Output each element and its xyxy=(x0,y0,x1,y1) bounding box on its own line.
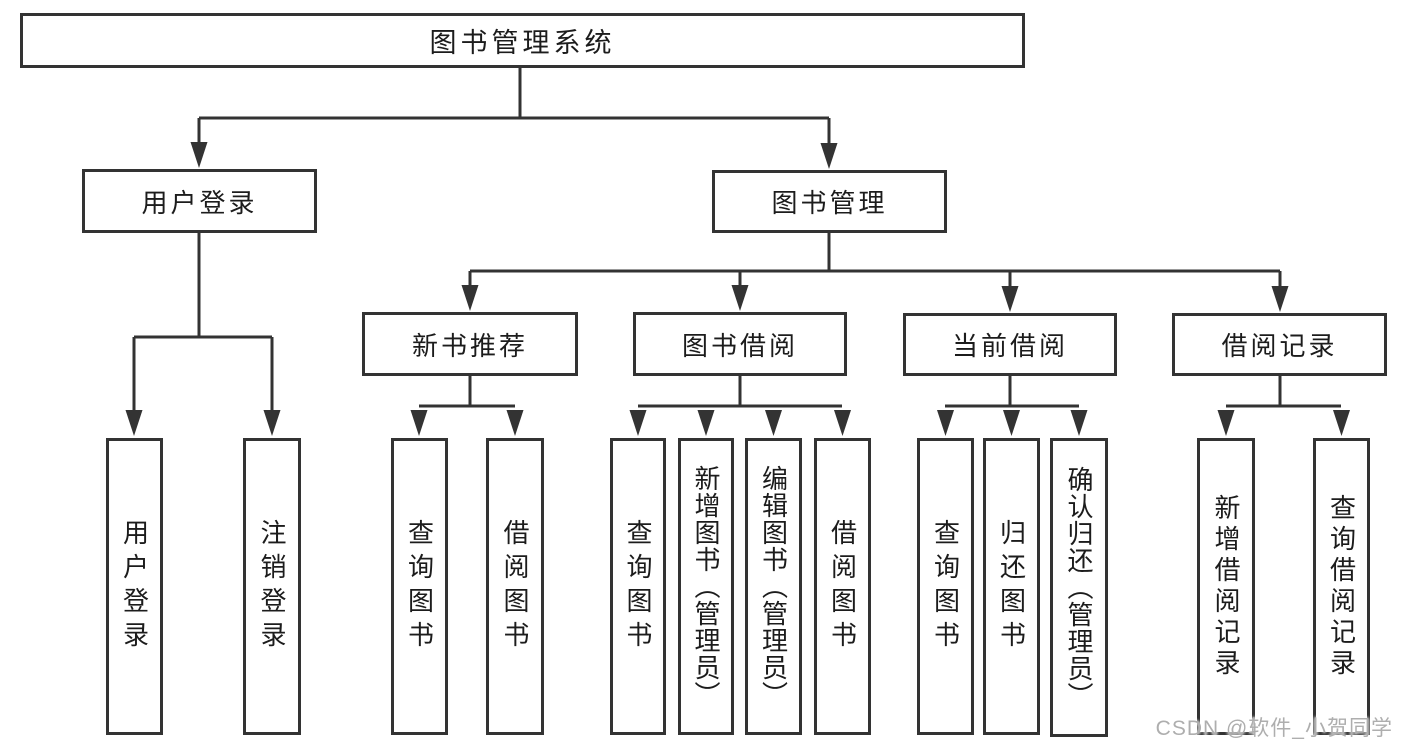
leaf-return-book-label: 归还图书 xyxy=(996,518,1027,655)
connector-user-login-to-leaves xyxy=(125,233,281,436)
leaf-query-book-current: 查询图书 xyxy=(917,438,974,735)
leaf-query-book-recommend: 查询图书 xyxy=(391,438,448,735)
arrow-down-icon xyxy=(1217,410,1235,436)
node-new-book-recommend-label: 新书推荐 xyxy=(411,330,528,361)
leaf-user-login-label: 用户登录 xyxy=(119,518,150,655)
leaf-query-book-current-label: 查询图书 xyxy=(930,518,961,655)
leaf-query-book-borrow-label: 查询图书 xyxy=(623,518,653,655)
leaf-confirm-return-admin: 确认归还（管理员） xyxy=(1050,438,1108,737)
connector-current-borrow-to-leaves xyxy=(937,376,1088,436)
arrow-down-icon xyxy=(1003,410,1020,436)
leaf-logout-login-label: 注销登录 xyxy=(257,518,287,655)
leaf-add-book-admin: 新增图书（管理员） xyxy=(678,438,734,735)
arrow-down-icon xyxy=(834,410,851,436)
leaf-borrow-book-label: 借阅图书 xyxy=(827,518,858,655)
leaf-borrow-book-recommend: 借阅图书 xyxy=(486,438,544,735)
connector-borrow-record-to-leaves xyxy=(1217,376,1350,436)
node-new-book-recommend: 新书推荐 xyxy=(362,312,578,376)
arrow-down-icon xyxy=(731,285,749,311)
leaf-query-borrow-record-label: 查询借阅记录 xyxy=(1326,493,1357,680)
connector-root-to-level2 xyxy=(190,68,838,169)
node-root: 图书管理系统 xyxy=(20,13,1025,68)
node-root-label: 图书管理系统 xyxy=(429,28,616,58)
connector-book-borrow-to-leaves xyxy=(629,376,851,436)
arrow-down-icon xyxy=(765,410,782,436)
arrow-down-icon xyxy=(410,410,428,436)
leaf-add-book-admin-label: 新增图书（管理员） xyxy=(691,465,721,708)
arrow-down-icon xyxy=(1333,410,1350,436)
node-borrow-record-label: 借阅记录 xyxy=(1221,331,1338,361)
arrow-down-icon xyxy=(190,142,208,168)
node-book-management-label: 图书管理 xyxy=(771,188,888,218)
arrow-down-icon xyxy=(125,410,143,436)
connector-new-book-to-leaves xyxy=(410,376,524,436)
connector-book-management-to-level3 xyxy=(461,233,1289,312)
arrow-down-icon xyxy=(263,410,281,436)
leaf-add-borrow-record: 新增借阅记录 xyxy=(1197,438,1255,735)
leaf-edit-book-admin: 编辑图书（管理员） xyxy=(745,438,802,735)
arrow-down-icon xyxy=(506,410,524,436)
arrow-down-icon xyxy=(1070,410,1088,436)
leaf-logout-login: 注销登录 xyxy=(243,438,301,735)
arrow-down-icon xyxy=(937,410,954,436)
leaf-borrow-book-recommend-label: 借阅图书 xyxy=(500,518,530,655)
arrow-down-icon xyxy=(1001,286,1019,312)
leaf-query-borrow-record: 查询借阅记录 xyxy=(1313,438,1370,735)
node-current-borrow-label: 当前借阅 xyxy=(951,331,1068,361)
leaf-confirm-return-admin-label: 确认归还（管理员） xyxy=(1064,466,1094,709)
leaf-borrow-book: 借阅图书 xyxy=(814,438,871,735)
node-book-borrow: 图书借阅 xyxy=(633,312,847,376)
node-book-borrow-label: 图书借阅 xyxy=(681,330,798,361)
arrow-down-icon xyxy=(629,410,647,436)
node-borrow-record: 借阅记录 xyxy=(1172,313,1387,376)
watermark: CSDN @软件_小贺同学 xyxy=(1155,717,1393,740)
leaf-add-borrow-record-label: 新增借阅记录 xyxy=(1211,493,1241,680)
arrow-down-icon xyxy=(820,143,838,169)
leaf-user-login: 用户登录 xyxy=(106,438,163,735)
leaf-return-book: 归还图书 xyxy=(983,438,1040,735)
node-user-login: 用户登录 xyxy=(82,169,317,233)
leaf-query-book-recommend-label: 查询图书 xyxy=(404,518,435,655)
arrow-down-icon xyxy=(461,285,479,311)
leaf-query-book-borrow: 查询图书 xyxy=(610,438,666,735)
leaf-edit-book-admin-label: 编辑图书（管理员） xyxy=(758,465,789,708)
arrow-down-icon xyxy=(1271,286,1289,312)
node-book-management: 图书管理 xyxy=(712,170,947,233)
node-user-login-label: 用户登录 xyxy=(141,187,258,218)
arrow-down-icon xyxy=(697,410,715,436)
node-current-borrow: 当前借阅 xyxy=(903,313,1117,376)
